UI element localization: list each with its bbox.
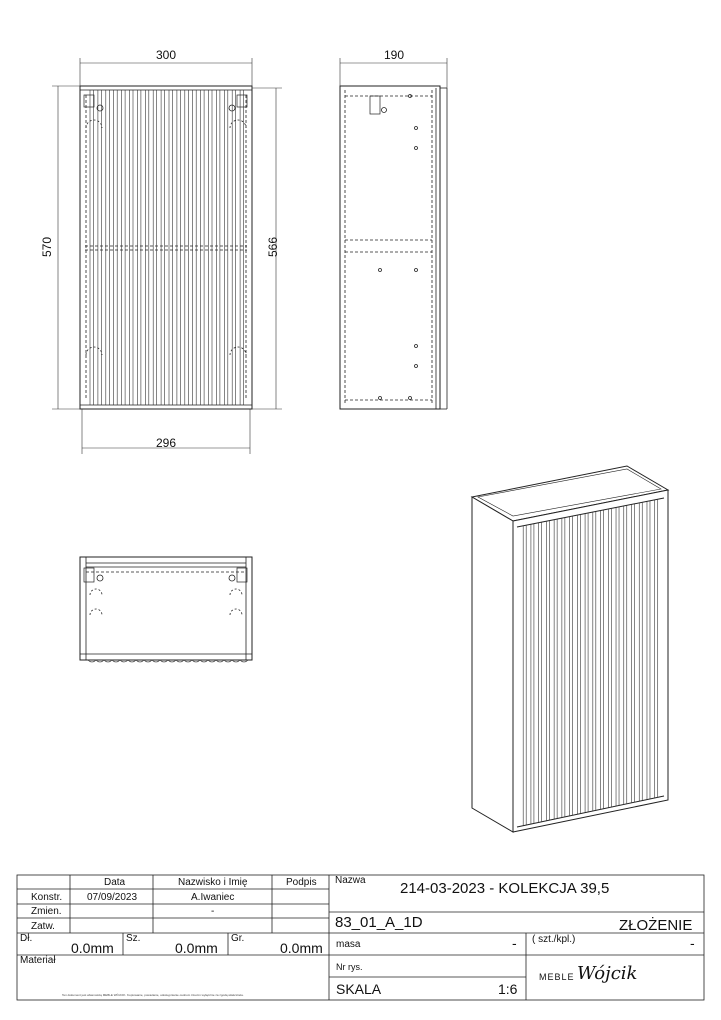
- dim-front-inner-height: 566: [266, 236, 281, 258]
- title-block: Data Nazwisko i Imię Podpis Nazwa Konstr…: [17, 875, 704, 1000]
- sz-value: 0.0mm: [175, 940, 218, 956]
- footer-note: Ten dokument jest własnością MEBLE WÓJCI…: [62, 993, 244, 997]
- row-name-konstr: A.Iwaniec: [191, 892, 235, 903]
- gr-value: 0.0mm: [280, 940, 323, 956]
- front-dimension-lines: [52, 58, 282, 454]
- top-slat-arc: [111, 659, 121, 663]
- top-slat-arc: [239, 659, 249, 663]
- row-date-konstr: 07/09/2023: [87, 892, 138, 903]
- top-slat-arc: [231, 659, 241, 663]
- scale-label: SKALA: [336, 981, 382, 997]
- top-view: [79, 556, 253, 661]
- drawing-code: 83_01_A_1D: [335, 914, 423, 931]
- top-slat-arc: [159, 659, 169, 663]
- header-signature: Podpis: [286, 877, 317, 888]
- top-view-slats: [87, 659, 249, 663]
- dim-front-bottom-width: 296: [156, 436, 177, 450]
- top-slat-arc: [127, 659, 137, 663]
- scale-value: 1:6: [498, 981, 518, 997]
- header-nazwa: Nazwa: [335, 875, 366, 886]
- assembly-label: ZŁOŻENIE: [619, 917, 693, 934]
- top-slat-arc: [151, 659, 161, 663]
- qty-value: -: [690, 935, 695, 951]
- top-slat-arc: [215, 659, 225, 663]
- isometric-view: [470, 465, 670, 833]
- top-slat-arc: [143, 659, 153, 663]
- top-slat-arc: [175, 659, 185, 663]
- header-name: Nazwisko i Imię: [178, 877, 248, 888]
- qty-label: ( szt./kpl.): [532, 934, 576, 945]
- isometric-slats: [522, 499, 659, 826]
- top-slat-arc: [135, 659, 145, 663]
- masa-label: masa: [336, 939, 361, 950]
- material-label: Materiał: [20, 955, 56, 966]
- top-slat-arc: [207, 659, 217, 663]
- top-slat-arc: [183, 659, 193, 663]
- drawing-title: 214-03-2023 - KOLEKCJA 39,5: [400, 880, 610, 897]
- drawing-no-label: Nr rys.: [336, 962, 363, 972]
- row-label-zmien: Zmien.: [31, 906, 62, 917]
- front-slats: [89, 90, 244, 405]
- masa-value: -: [512, 935, 517, 951]
- logo-text: MEBLE: [539, 972, 575, 982]
- row-name-zmien: -: [211, 906, 215, 917]
- top-slat-arc: [119, 659, 129, 663]
- top-slat-arc: [191, 659, 201, 663]
- title-block-frame: [16, 874, 705, 1001]
- top-slat-arc: [199, 659, 209, 663]
- top-slat-arc: [223, 659, 233, 663]
- row-label-zatw: Zatw.: [31, 921, 55, 932]
- side-dimension-lines: [339, 58, 448, 88]
- row-label-konstr: Konstr.: [31, 892, 63, 903]
- dl-value: 0.0mm: [71, 940, 114, 956]
- dl-label: Dł.: [20, 933, 33, 944]
- dim-front-width: 300: [156, 48, 177, 62]
- top-slat-arc: [87, 659, 97, 663]
- top-slat-arc: [95, 659, 105, 663]
- gr-label: Gr.: [231, 933, 245, 944]
- company-logo: MEBLE Wójcik: [539, 963, 679, 989]
- logo-script: Wójcik: [577, 963, 638, 984]
- header-data: Data: [104, 877, 126, 888]
- top-slat-arc: [103, 659, 113, 663]
- side-view: [339, 85, 448, 410]
- sz-label: Sz.: [126, 933, 141, 944]
- dim-front-height: 570: [40, 236, 55, 258]
- top-slat-arc: [167, 659, 177, 663]
- dim-side-depth: 190: [384, 48, 405, 62]
